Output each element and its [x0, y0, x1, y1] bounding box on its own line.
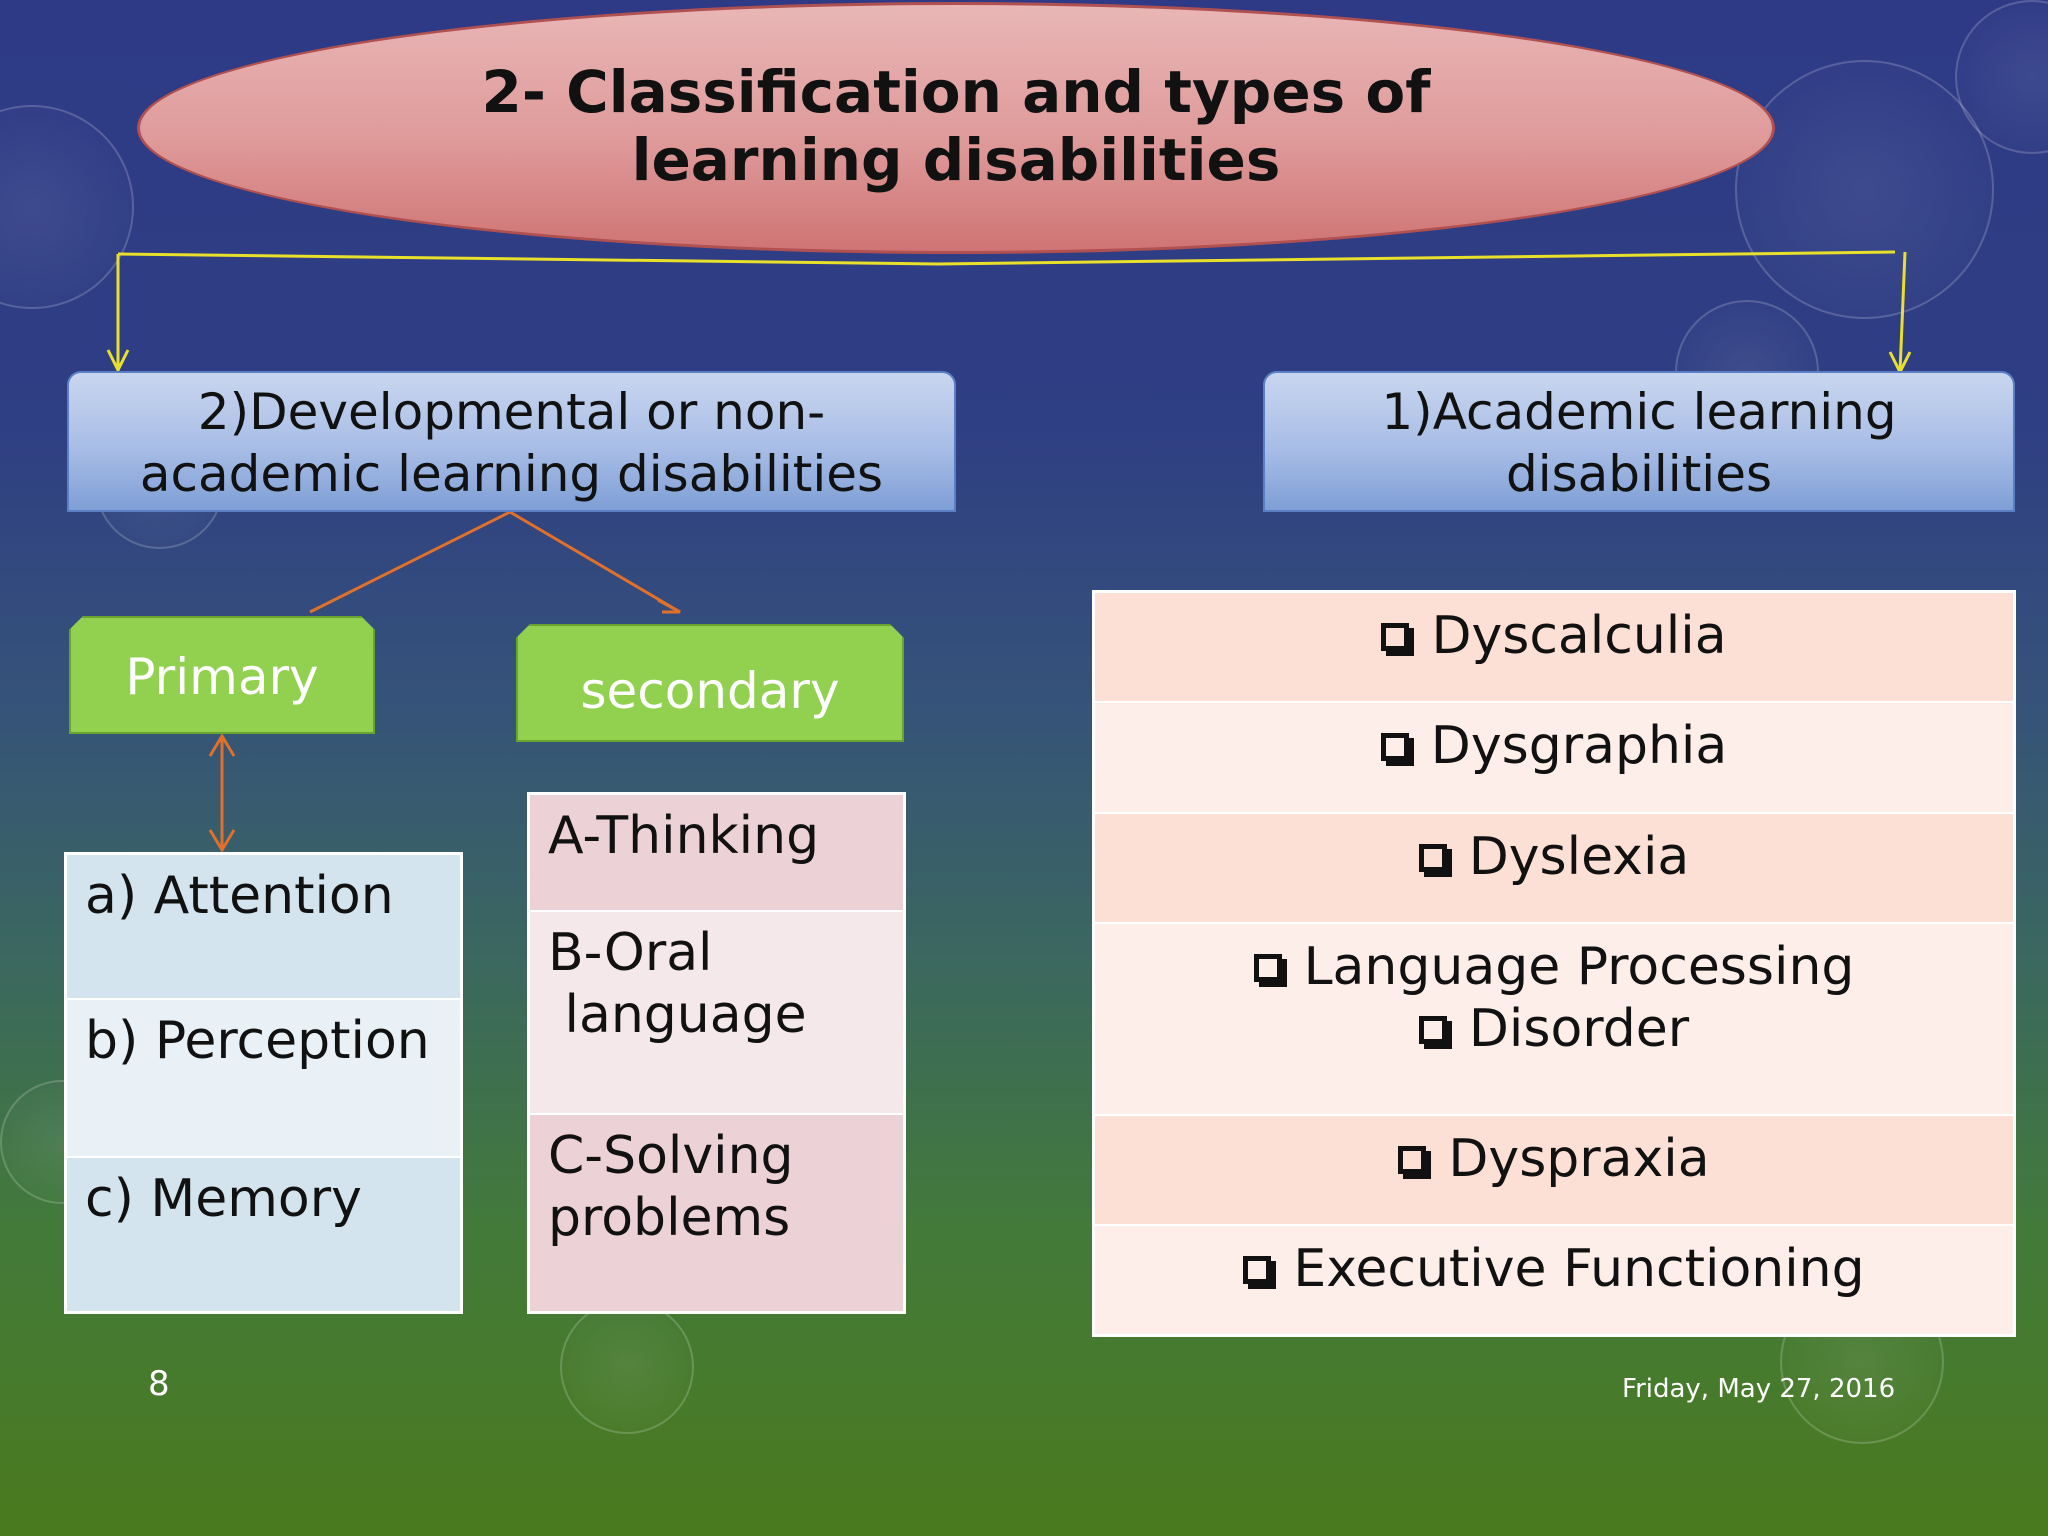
list-item: a) Attention: [67, 855, 460, 1000]
list-item: b) Perception: [67, 1000, 460, 1158]
table-row: Language Processing Disorder: [1095, 924, 2013, 1116]
orange-connector-secondary: [509, 510, 681, 614]
title-ellipse: [137, 2, 1775, 254]
secondary-item-solving-1: C-Solving: [548, 1126, 794, 1186]
developmental-category-box: 2)Developmental or non- academic learnin…: [67, 371, 956, 512]
secondary-item-solving-2: problems: [548, 1188, 791, 1248]
checkbox-icon: [1253, 954, 1282, 982]
checkbox-icon: [1243, 1256, 1272, 1284]
academic-line-1: 1)Academic learning: [1381, 383, 1897, 441]
yellow-arrow-left-head: [106, 349, 130, 374]
academic-item-executive-functioning: Executive Functioning: [1293, 1239, 1865, 1299]
academic-item-disorder: Disorder: [1468, 999, 1690, 1059]
secondary-item-oral-1: B-Oral: [548, 923, 713, 983]
primary-list: a) Attention b) Perception c) Memory: [64, 852, 463, 1314]
secondary-label: secondary: [580, 662, 840, 720]
academic-item-dysgraphia: Dysgraphia: [1430, 716, 1728, 776]
yellow-connector: [117, 250, 1896, 266]
academic-item-dyscalculia: Dyscalculia: [1431, 606, 1727, 666]
primary-item-memory: c) Memory: [85, 1169, 362, 1229]
table-row: Dyscalculia: [1095, 593, 2013, 703]
table-row: Dyspraxia: [1095, 1116, 2013, 1226]
orange-double-arrow-top: [208, 733, 236, 757]
primary-item-perception: b) Perception: [85, 1011, 430, 1071]
academic-item-dyspraxia: Dyspraxia: [1448, 1129, 1710, 1189]
slide-date: Friday, May 27, 2016: [1622, 1374, 1896, 1404]
academic-category-box: 1)Academic learning disabilities: [1263, 371, 2015, 512]
list-item: C-Solving problems: [530, 1115, 903, 1311]
primary-tag: Primary: [69, 616, 375, 734]
page-number: 8: [148, 1364, 170, 1404]
title-line-2: learning disabilities: [631, 126, 1281, 194]
checkbox-icon: [1418, 844, 1447, 872]
orange-double-arrow-bottom: [208, 829, 236, 853]
list-item: B-Oral language: [530, 912, 903, 1115]
primary-item-attention: a) Attention: [85, 866, 394, 926]
list-item: A-Thinking: [530, 795, 903, 912]
academic-item-dyslexia: Dyslexia: [1468, 827, 1690, 887]
orange-arrow-head: [657, 598, 681, 614]
checkbox-icon: [1380, 733, 1409, 761]
slide-title: 2- Classification and types of learning …: [137, 58, 1775, 194]
secondary-tag: secondary: [516, 624, 904, 742]
developmental-line-2: academic learning disabilities: [139, 445, 884, 503]
academic-types-table: Dyscalculia Dysgraphia Dyslexia Language…: [1092, 590, 2016, 1337]
orange-connector-primary: [309, 510, 511, 614]
list-item: c) Memory: [67, 1158, 460, 1311]
table-row: Executive Functioning: [1095, 1226, 2013, 1334]
checkbox-icon: [1398, 1146, 1427, 1174]
title-line-1: 2- Classification and types of: [481, 58, 1431, 126]
secondary-item-thinking: A-Thinking: [548, 806, 820, 866]
table-row: Dysgraphia: [1095, 703, 2013, 814]
checkbox-icon: [1418, 1016, 1447, 1044]
developmental-line-1: 2)Developmental or non-: [197, 383, 826, 441]
bokeh-circle: [560, 1300, 694, 1434]
academic-item-language-processing: Language Processing: [1303, 937, 1855, 997]
table-row: Dyslexia: [1095, 814, 2013, 924]
bokeh-circle: [1735, 60, 1994, 319]
secondary-item-oral-2: language: [548, 985, 807, 1045]
primary-label: Primary: [125, 648, 319, 706]
checkbox-icon: [1381, 623, 1410, 651]
secondary-list: A-Thinking B-Oral language C-Solving pro…: [527, 792, 906, 1314]
academic-line-2: disabilities: [1505, 445, 1773, 503]
yellow-arrow-right: [1898, 251, 1907, 373]
